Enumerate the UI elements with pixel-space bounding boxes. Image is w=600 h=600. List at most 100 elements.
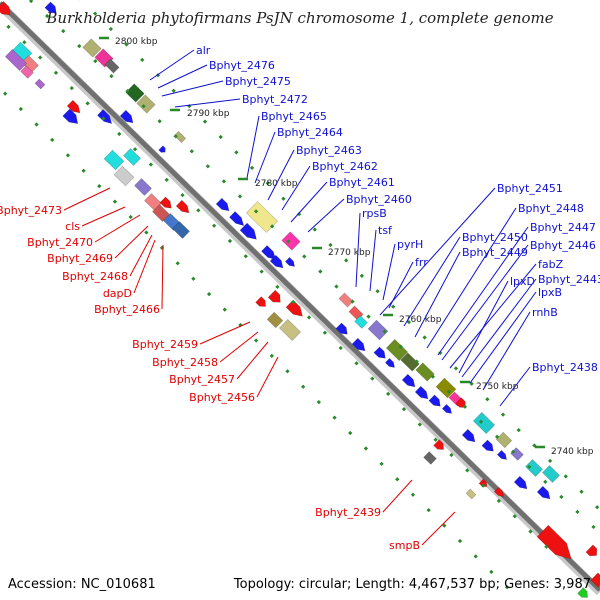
- gene-arrow: [351, 337, 366, 352]
- forward-gene-label: alr: [196, 44, 211, 57]
- gene-arrow: [239, 222, 257, 240]
- ruler-label: 2760 kbp: [399, 315, 442, 325]
- gene-arrow: [401, 373, 416, 388]
- tick-dotted-line: [79, 0, 600, 512]
- gene-arrow: [585, 544, 598, 557]
- forward-gene-label: Bphyt_2446: [530, 239, 596, 252]
- gene-box: [82, 38, 102, 58]
- forward-gene-label: pyrH: [397, 238, 423, 251]
- gene-arrow: [493, 486, 504, 497]
- gene-box: [134, 178, 152, 196]
- gene-arrow: [229, 211, 245, 227]
- accession-text: Accession: NC_010681: [8, 577, 156, 592]
- gene-box: [34, 78, 46, 90]
- reverse-gene-label: smpB: [389, 539, 420, 552]
- gene-box: [4, 49, 28, 71]
- forward-gene-label: Bphyt_2460: [346, 193, 412, 206]
- gene-leader-line: [458, 280, 509, 374]
- gene-box: [125, 83, 145, 103]
- gene-leader-line: [382, 479, 413, 513]
- ruler-label: 2770 kbp: [328, 248, 371, 258]
- forward-gene-label: lpxD: [510, 275, 535, 288]
- gene-leader-line: [267, 149, 295, 201]
- reverse-gene-label: Bphyt_2439: [315, 506, 381, 519]
- forward-gene-label: Bphyt_2450: [462, 231, 528, 244]
- tick-dotted-line: [28, 0, 600, 535]
- gene-arrow: [536, 524, 572, 560]
- ruler-label: 2740 kbp: [551, 447, 594, 457]
- forward-gene-label: Bphyt_2463: [296, 144, 362, 157]
- gene-box: [400, 352, 420, 372]
- gene-arrow: [433, 439, 444, 450]
- gene-leader-line: [114, 225, 149, 259]
- gene-leader-line: [63, 187, 111, 211]
- gene-arrow: [119, 109, 134, 124]
- gene-leader-line: [403, 236, 461, 327]
- gene-leader-line: [290, 181, 328, 223]
- forward-gene-label: Bphyt_2461: [329, 176, 395, 189]
- gene-arrow: [175, 199, 190, 214]
- gene-leader-line: [94, 214, 141, 243]
- reverse-gene-label: Bphyt_2468: [62, 270, 128, 283]
- gene-box: [435, 377, 457, 399]
- gene-leader-line: [174, 98, 241, 108]
- gene-leader-line: [236, 341, 269, 380]
- map-title: Burkholderia phytofirmans PsJN chromosom…: [46, 9, 554, 27]
- gene-box: [152, 204, 170, 222]
- gene-arrow: [481, 439, 494, 452]
- gene-box: [123, 148, 141, 166]
- reverse-gene-label: dapD: [103, 287, 132, 300]
- gene-leader-line: [449, 263, 537, 369]
- gene-arrow: [577, 587, 588, 598]
- gene-arrow: [215, 197, 230, 212]
- gene-leader-line: [437, 226, 529, 356]
- gene-box: [415, 362, 435, 382]
- forward-gene-label: Bphyt_2464: [277, 126, 343, 139]
- gene-arrow: [335, 322, 348, 335]
- gene-leader-line: [307, 198, 345, 233]
- forward-gene-label: rpsB: [362, 207, 387, 220]
- gene-leader-line: [199, 321, 251, 345]
- gene-arrow: [428, 394, 441, 407]
- gene-arrow: [267, 289, 281, 303]
- gene-leader-line: [461, 278, 537, 378]
- gene-leader-line: [421, 511, 456, 546]
- forward-gene-label: tsf: [378, 224, 393, 237]
- reverse-gene-label: Bphyt_2470: [27, 236, 93, 249]
- reverse-gene-label: Bphyt_2457: [169, 373, 235, 386]
- gene-box: [113, 165, 135, 187]
- gene-box: [367, 319, 389, 341]
- gene-arrow: [62, 108, 79, 124]
- gene-box: [338, 292, 354, 308]
- gene-arrow: [158, 145, 166, 153]
- gene-box: [278, 318, 302, 342]
- gene-arrow: [478, 478, 488, 488]
- gene-arrow: [441, 403, 452, 414]
- gene-box: [20, 65, 34, 79]
- gene-leader-line: [161, 244, 164, 310]
- forward-gene-label: Bphyt_2465: [261, 110, 327, 123]
- gene-box: [266, 311, 284, 329]
- gene-arrow: [97, 109, 113, 125]
- gene-leader-line: [441, 244, 529, 361]
- gene-leader-line: [149, 49, 195, 81]
- gene-leader-line: [382, 243, 396, 301]
- gene-box: [245, 201, 279, 233]
- forward-gene-label: rnhB: [532, 306, 558, 319]
- forward-gene-label: Bphyt_2448: [518, 202, 584, 215]
- gene-leader-line: [254, 131, 276, 184]
- gene-box: [542, 465, 560, 483]
- forward-gene-label: Bphyt_2438: [532, 361, 598, 374]
- gene-leader-line: [414, 251, 461, 338]
- gene-arrow: [44, 1, 57, 14]
- gene-arrow: [455, 397, 466, 408]
- ruler-label: 2790 kbp: [187, 109, 230, 119]
- forward-gene-label: frr: [415, 256, 428, 269]
- gene-leader-line: [469, 291, 537, 384]
- reverse-gene-label: Bphyt_2473: [0, 204, 62, 217]
- reverse-gene-label: Bphyt_2456: [189, 391, 255, 404]
- gene-arrow: [285, 299, 303, 317]
- gene-box: [495, 431, 513, 449]
